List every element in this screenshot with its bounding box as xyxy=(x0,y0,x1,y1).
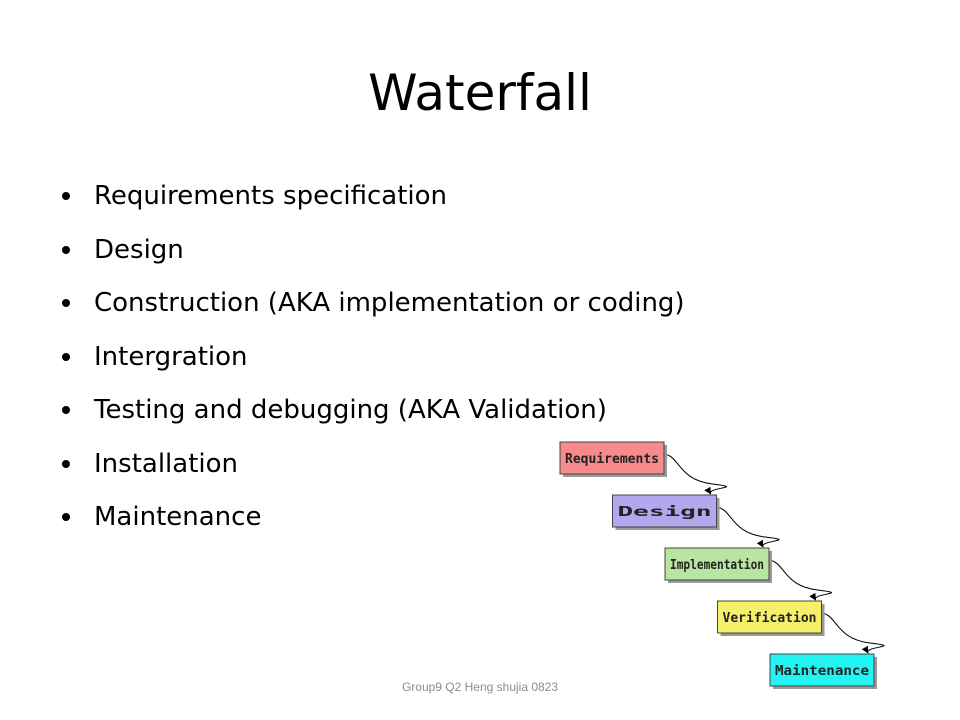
bullet-item-installation: Installation xyxy=(60,440,685,494)
step-requirements: Requirements xyxy=(559,441,667,477)
bullet-text: Installation xyxy=(94,448,239,479)
step-label: Requirements xyxy=(565,452,659,467)
bullet-dot-icon xyxy=(62,352,70,361)
step-box xyxy=(769,653,875,687)
bullet-item-design: Design xyxy=(60,226,685,280)
step-design: Design xyxy=(612,494,720,530)
step-arrow xyxy=(716,506,780,548)
bullet-text: Requirements specification xyxy=(94,181,447,211)
bullet-item-requirements: Requirements specification xyxy=(60,172,685,226)
bullet-text: Testing and debugging (AKA Validation) xyxy=(94,395,607,425)
step-box xyxy=(612,494,717,528)
step-label: Maintenance xyxy=(775,664,869,679)
step-arrow xyxy=(821,612,885,654)
step-arrow xyxy=(768,559,833,601)
bullet-text: Construction (AKA implementation or codi… xyxy=(94,288,685,318)
bullet-item-testing: Testing and debugging (AKA Validation) xyxy=(60,386,685,440)
step-label: Verification xyxy=(723,611,817,626)
bullet-dot-icon xyxy=(62,459,70,468)
bullet-dot-icon xyxy=(62,245,70,254)
bullet-item-construction: Construction (AKA implementation or codi… xyxy=(60,279,685,333)
step-implementation: Implementation xyxy=(664,547,772,583)
slide-footer: Group9 Q2 Heng shujia 0823 xyxy=(401,680,559,694)
step-label: Implementation xyxy=(670,558,764,573)
bullet-text: Design xyxy=(94,234,184,265)
bullet-item-maintenance: Maintenance xyxy=(60,493,685,547)
step-box xyxy=(664,547,770,581)
step-box xyxy=(559,441,665,475)
step-box xyxy=(717,600,822,634)
step-verification: Verification xyxy=(717,600,825,636)
bullet-dot-icon xyxy=(62,299,70,307)
bullet-text: Intergration xyxy=(94,341,248,372)
step-maintenance: Maintenance xyxy=(769,653,877,689)
bullet-text: Maintenance xyxy=(94,502,262,532)
bullet-item-integration: Intergration xyxy=(60,333,685,387)
step-arrow xyxy=(663,453,728,495)
step-label: Design xyxy=(618,505,712,520)
bullet-list: Requirements specification Design Constr… xyxy=(60,172,685,547)
bullet-dot-icon xyxy=(62,192,70,200)
waterfall-diagram: RequirementsDesignImplementationVerifica… xyxy=(559,441,885,689)
slide-title: Waterfall xyxy=(368,64,592,122)
bullet-dot-icon xyxy=(62,406,70,414)
bullet-dot-icon xyxy=(62,513,70,521)
